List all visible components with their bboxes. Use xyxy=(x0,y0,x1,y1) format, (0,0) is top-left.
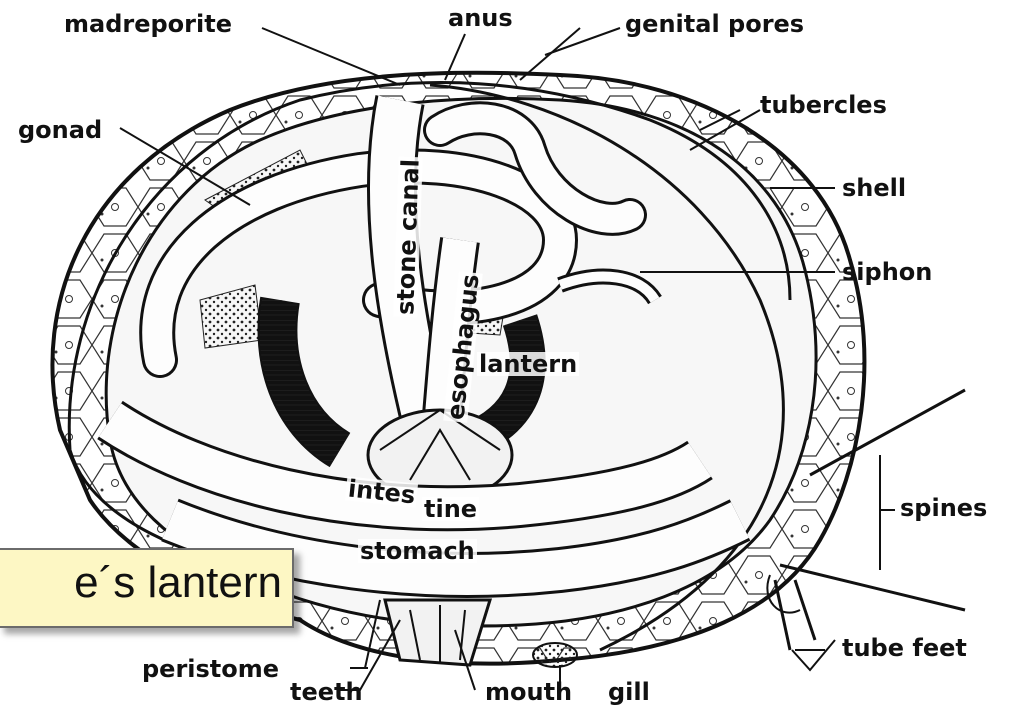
label-anus: anus xyxy=(448,6,513,30)
label-gonad: gonad xyxy=(18,118,102,142)
label-shell: shell xyxy=(842,176,906,200)
label-stomach: stomach xyxy=(358,539,477,563)
caption-box: e´s lantern xyxy=(0,548,294,628)
label-madreporite: madreporite xyxy=(64,12,232,36)
label-lantern: lantern xyxy=(477,352,579,376)
label-genital-pores: genital pores xyxy=(625,12,804,36)
label-intestine-part-1: intes xyxy=(345,476,418,507)
label-siphon: siphon xyxy=(842,260,932,284)
label-peristome: peristome xyxy=(142,657,279,681)
label-tubercles: tubercles xyxy=(760,93,887,117)
label-gill: gill xyxy=(608,680,650,704)
label-intestine-part-2: tine xyxy=(422,497,479,521)
label-tube-feet: tube feet xyxy=(842,636,967,660)
label-teeth: teeth xyxy=(290,680,363,704)
label-stone-canal: stone canal xyxy=(393,157,423,318)
label-mouth: mouth xyxy=(485,680,572,704)
label-spines: spines xyxy=(900,496,987,520)
caption-text: e´s lantern xyxy=(74,558,282,608)
